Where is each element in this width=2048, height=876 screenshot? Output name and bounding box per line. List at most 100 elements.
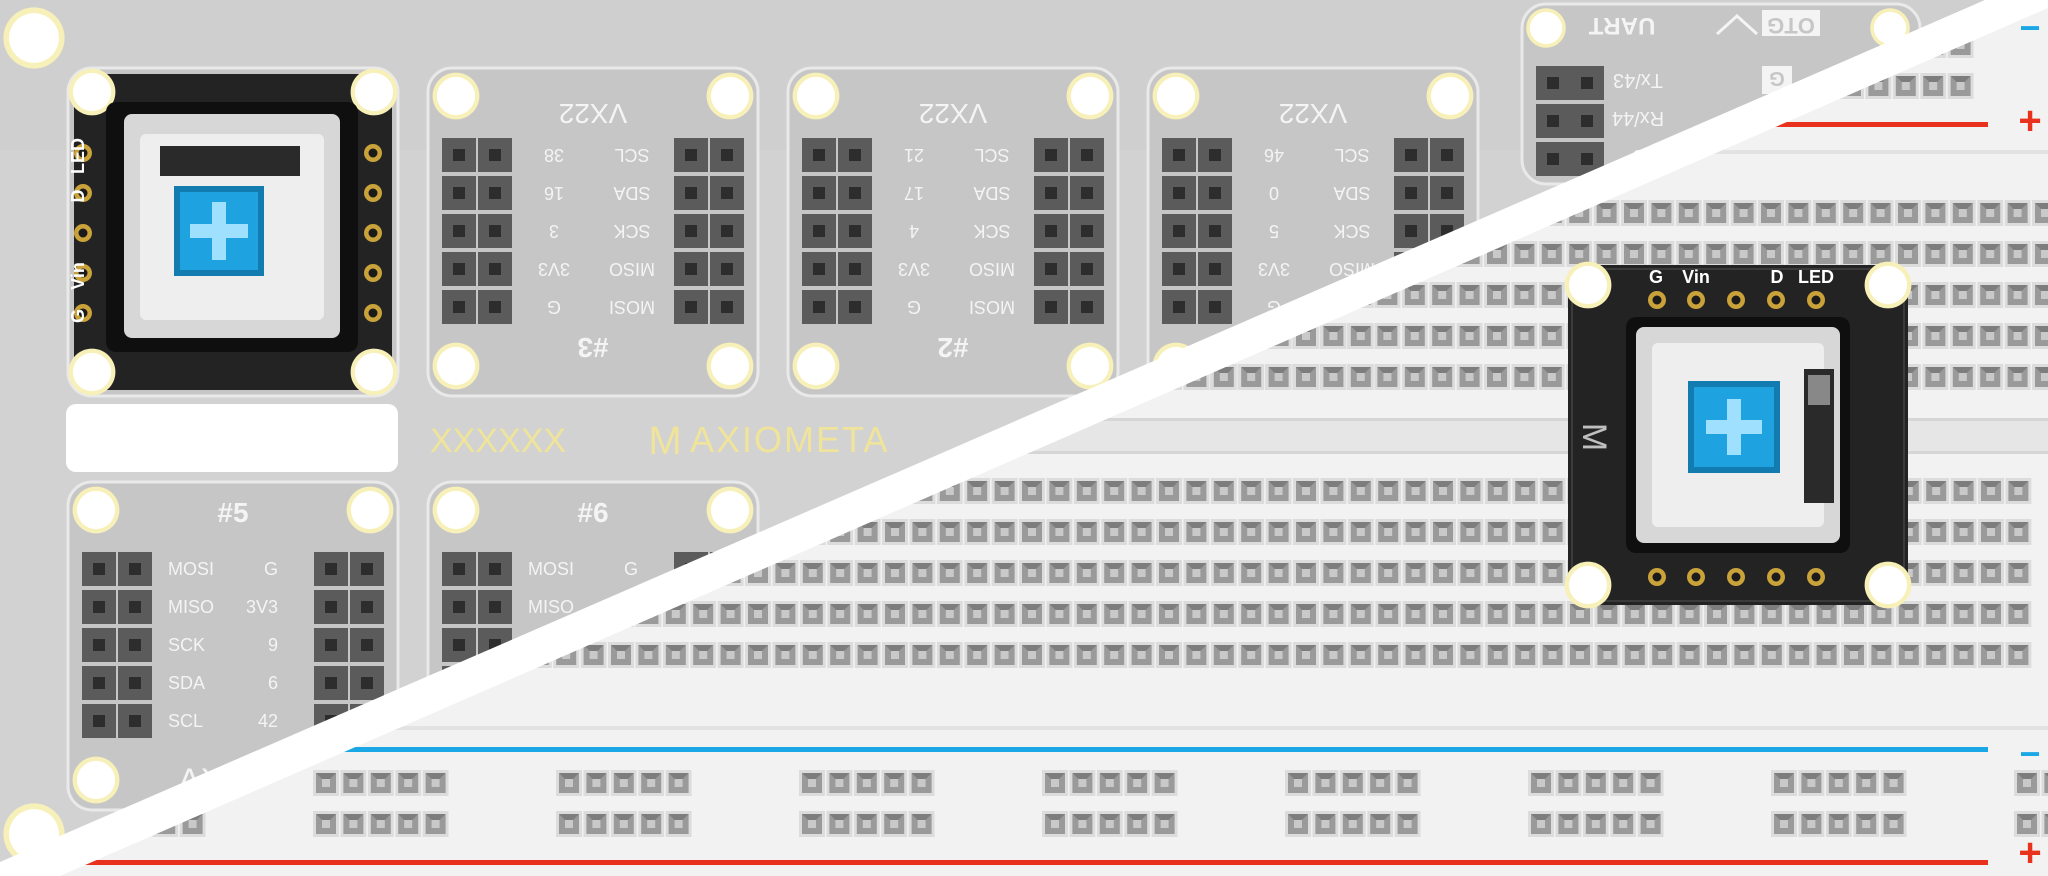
- breadboard-hole[interactable]: [1293, 642, 1319, 668]
- breadboard-hole[interactable]: [799, 601, 826, 627]
- rail-hole[interactable]: [1151, 811, 1178, 837]
- breadboard-hole[interactable]: [1238, 519, 1265, 545]
- rail-hole[interactable]: [1798, 770, 1825, 796]
- breadboard-hole[interactable]: [1019, 560, 1045, 586]
- header-socket[interactable]: [1162, 176, 1196, 210]
- breadboard-hole[interactable]: [1320, 323, 1347, 349]
- breadboard-hole[interactable]: [1950, 478, 1977, 504]
- header-socket[interactable]: [442, 138, 476, 172]
- header-socket[interactable]: [710, 252, 744, 286]
- breadboard-hole[interactable]: [1785, 241, 1812, 267]
- breadboard-hole[interactable]: [1949, 323, 1976, 349]
- breadboard-hole[interactable]: [936, 642, 963, 668]
- breadboard-hole[interactable]: [1265, 364, 1292, 390]
- breadboard-hole[interactable]: [1621, 200, 1647, 226]
- header-socket[interactable]: [1162, 138, 1196, 172]
- breadboard-hole[interactable]: [1265, 478, 1292, 504]
- rail-hole[interactable]: [1555, 811, 1582, 837]
- breadboard-hole[interactable]: [964, 519, 991, 545]
- rail-hole[interactable]: [583, 811, 610, 837]
- breadboard-hole[interactable]: [1868, 642, 1895, 668]
- rail-hole[interactable]: [908, 770, 935, 796]
- breadboard-hole[interactable]: [1704, 642, 1730, 668]
- breadboard-hole[interactable]: [772, 560, 799, 586]
- breadboard-hole[interactable]: [827, 601, 854, 627]
- breadboard-hole[interactable]: [909, 642, 936, 668]
- breadboard-hole[interactable]: [662, 642, 689, 668]
- breadboard-hole[interactable]: [1429, 323, 1456, 349]
- rail-hole[interactable]: [1151, 770, 1178, 796]
- header-socket[interactable]: [314, 666, 348, 700]
- breadboard-hole[interactable]: [1210, 560, 1237, 586]
- breadboard-hole[interactable]: [2004, 241, 2031, 267]
- breadboard-hole[interactable]: [854, 601, 881, 627]
- breadboard-hole[interactable]: [1293, 560, 1319, 586]
- rail-hole[interactable]: [1610, 770, 1637, 796]
- breadboard-hole[interactable]: [1785, 200, 1812, 226]
- breadboard-hole[interactable]: [1895, 642, 1922, 668]
- breadboard-hole[interactable]: [1512, 519, 1539, 545]
- rail-hole[interactable]: [1096, 770, 1123, 796]
- breadboard-hole[interactable]: [1128, 478, 1155, 504]
- rail-hole[interactable]: [1528, 770, 1554, 796]
- breadboard-hole[interactable]: [1402, 478, 1429, 504]
- breadboard-hole[interactable]: [1128, 642, 1155, 668]
- breadboard-hole[interactable]: [1484, 560, 1511, 586]
- breadboard-hole[interactable]: [1238, 478, 1265, 504]
- breadboard-hole[interactable]: [1840, 200, 1867, 226]
- breadboard-hole[interactable]: [1978, 642, 2004, 668]
- breadboard-hole[interactable]: [936, 519, 963, 545]
- breadboard-hole[interactable]: [1484, 478, 1511, 504]
- header-socket[interactable]: [838, 252, 872, 286]
- rail-hole[interactable]: [826, 770, 853, 796]
- breadboard-hole[interactable]: [1402, 601, 1429, 627]
- breadboard-hole[interactable]: [799, 642, 826, 668]
- button-cap[interactable]: [174, 186, 264, 276]
- breadboard-hole[interactable]: [1320, 364, 1347, 390]
- breadboard-hole[interactable]: [745, 642, 771, 668]
- breadboard-hole[interactable]: [909, 601, 936, 627]
- header-socket[interactable]: [118, 552, 152, 586]
- breadboard-hole[interactable]: [964, 478, 991, 504]
- breadboard-hole[interactable]: [2005, 560, 2032, 586]
- breadboard-hole[interactable]: [1950, 519, 1977, 545]
- rail-hole[interactable]: [1892, 73, 1919, 99]
- breadboard-hole[interactable]: [1374, 364, 1401, 390]
- breadboard-hole[interactable]: [1101, 560, 1128, 586]
- breadboard-hole[interactable]: [1293, 478, 1319, 504]
- rail-hole[interactable]: [1285, 811, 1311, 837]
- breadboard-hole[interactable]: [1621, 241, 1647, 267]
- rail-hole[interactable]: [1771, 770, 1797, 796]
- breadboard-hole[interactable]: [882, 560, 908, 586]
- rail-hole[interactable]: [1637, 770, 1664, 796]
- breadboard-hole[interactable]: [827, 642, 854, 668]
- rail-hole[interactable]: [610, 770, 637, 796]
- breadboard-hole[interactable]: [1812, 241, 1839, 267]
- rail-hole[interactable]: [1798, 811, 1825, 837]
- header-socket[interactable]: [1162, 214, 1196, 248]
- breadboard-hole[interactable]: [1922, 200, 1949, 226]
- header-socket[interactable]: [478, 552, 512, 586]
- breadboard-hole[interactable]: [1156, 601, 1182, 627]
- breadboard-hole[interactable]: [1073, 601, 1100, 627]
- breadboard-hole[interactable]: [1511, 323, 1538, 349]
- breadboard-hole[interactable]: [1046, 642, 1073, 668]
- header-socket[interactable]: [314, 552, 348, 586]
- breadboard-hole[interactable]: [1019, 642, 1045, 668]
- header-socket[interactable]: [710, 138, 744, 172]
- breadboard-hole[interactable]: [1375, 519, 1402, 545]
- breadboard-hole[interactable]: [1238, 601, 1265, 627]
- header-socket[interactable]: [1394, 176, 1428, 210]
- breadboard-hole[interactable]: [1813, 642, 1840, 668]
- header-socket[interactable]: [1198, 290, 1232, 324]
- header-socket[interactable]: [442, 252, 476, 286]
- header-socket[interactable]: [442, 290, 476, 324]
- header-socket[interactable]: [1394, 138, 1428, 172]
- rail-hole[interactable]: [853, 770, 880, 796]
- breadboard-hole[interactable]: [1812, 200, 1839, 226]
- rail-hole[interactable]: [556, 811, 582, 837]
- breadboard-hole[interactable]: [1401, 364, 1428, 390]
- breadboard-hole[interactable]: [1265, 642, 1292, 668]
- header-socket[interactable]: [1198, 138, 1232, 172]
- button-module-carrier[interactable]: [68, 68, 398, 396]
